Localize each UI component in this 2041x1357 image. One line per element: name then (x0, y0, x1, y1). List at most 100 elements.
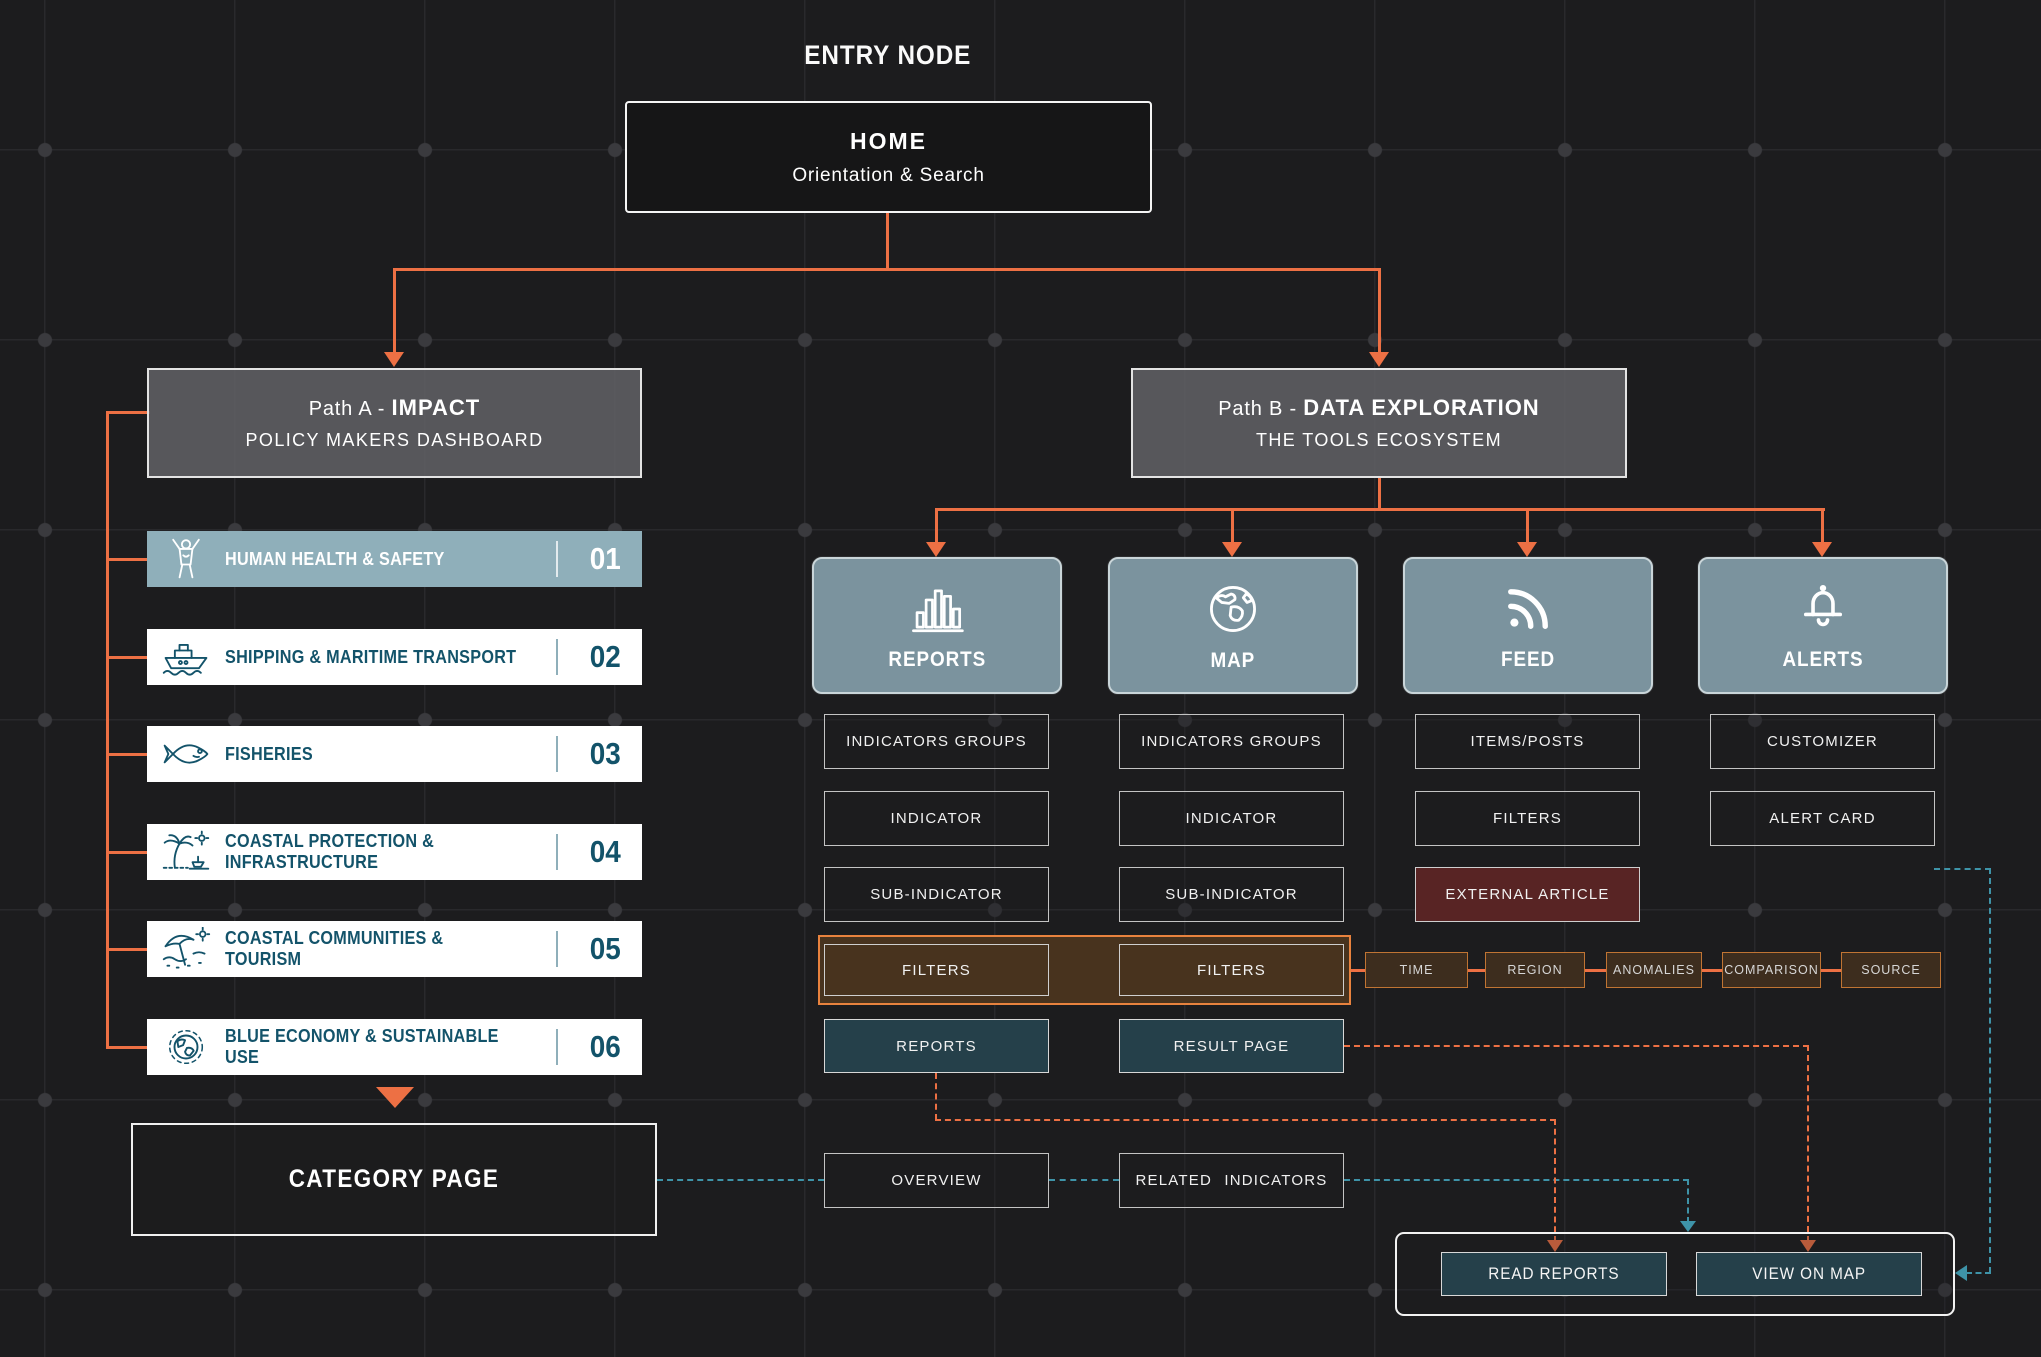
connector-alertcard-out (1934, 868, 1991, 870)
arrowhead-path-b (1369, 352, 1389, 367)
node-map-sub-indicator[interactable]: SUB-INDICATOR (1119, 867, 1344, 922)
globe-icon (1203, 579, 1263, 639)
arrowhead-category-page (376, 1087, 414, 1108)
connector-bracket-item-02 (106, 656, 150, 659)
item-divider (556, 639, 558, 675)
connector-reports-across (935, 1119, 1556, 1121)
tool-alerts-node[interactable]: ALERTS (1698, 557, 1948, 694)
impact-item-04[interactable]: COASTAL PROTECTION & INFRASTRUCTURE 04 (147, 824, 642, 880)
node-overview[interactable]: OVERVIEW (824, 1153, 1049, 1208)
connector-drop-map (1231, 508, 1234, 544)
read-reports-button[interactable]: READ REPORTS (1441, 1252, 1667, 1296)
person-health-icon (147, 537, 225, 581)
impact-item-number: 06 (589, 1029, 621, 1064)
connector-bracket-item-06 (106, 1046, 150, 1049)
connector-drop-path-b (1378, 268, 1381, 354)
chip-region[interactable]: REGION (1485, 952, 1585, 988)
connector-region-anomalies (1585, 969, 1606, 972)
connector-alertcard-down (1989, 868, 1991, 1273)
path-a-title: Path A - IMPACT (308, 395, 481, 420)
node-reports-filters[interactable]: FILTERS (824, 944, 1049, 996)
connector-alertcard-back (1966, 1272, 1991, 1274)
entry-node-label: ENTRY NODE (804, 39, 972, 70)
node-feed-external-article[interactable]: EXTERNAL ARTICLE (1415, 867, 1640, 922)
home-subtitle: Orientation & Search (792, 164, 985, 186)
palm-island-icon (147, 830, 225, 874)
impact-item-number: 01 (589, 541, 621, 576)
bell-icon (1794, 580, 1852, 638)
connector-tools-stem (1378, 478, 1381, 510)
tool-feed-label: FEED (1500, 647, 1555, 671)
globe-dashed-icon (147, 1024, 225, 1070)
connector-anomalies-comparison (1702, 969, 1722, 972)
node-reports-reports[interactable]: REPORTS (824, 1019, 1049, 1073)
connector-result-to-view (1807, 1045, 1809, 1242)
connector-result-across (1344, 1045, 1809, 1047)
rss-icon (1499, 580, 1557, 638)
impact-item-03[interactable]: FISHERIES 03 (147, 726, 642, 782)
tool-alerts-label: ALERTS (1782, 647, 1864, 671)
node-reports-indicators-groups[interactable]: INDICATORS GROUPS (824, 714, 1049, 769)
path-a-node[interactable]: Path A - IMPACT POLICY MAKERS DASHBOARD (147, 368, 642, 478)
connector-home-stem (886, 213, 889, 270)
node-alerts-alert-card[interactable]: ALERT CARD (1710, 791, 1935, 846)
tool-map-node[interactable]: MAP (1108, 557, 1358, 694)
tool-feed-node[interactable]: FEED (1403, 557, 1653, 694)
ship-icon (147, 636, 225, 678)
fish-icon (147, 734, 225, 774)
impact-item-label: COASTAL PROTECTION & INFRASTRUCTURE (225, 831, 435, 872)
path-b-node[interactable]: Path B - DATA EXPLORATION THE TOOLS ECOS… (1131, 368, 1627, 478)
connector-bracket-item-04 (106, 851, 150, 854)
item-divider (556, 931, 558, 967)
category-page-node[interactable]: CATEGORY PAGE (131, 1123, 657, 1236)
impact-item-number: 03 (589, 736, 621, 771)
view-on-map-button[interactable]: VIEW ON MAP (1696, 1252, 1922, 1296)
node-map-result-page[interactable]: RESULT PAGE (1119, 1019, 1344, 1073)
chip-time[interactable]: TIME (1365, 952, 1468, 988)
node-feed-filters[interactable]: FILTERS (1415, 791, 1640, 846)
node-related-indicators[interactable]: RELATED INDICATORS (1119, 1153, 1344, 1208)
node-feed-items-posts[interactable]: ITEMS/POSTS (1415, 714, 1640, 769)
connector-tools-split (936, 508, 1825, 511)
tool-reports-node[interactable]: REPORTS (812, 557, 1062, 694)
node-reports-sub-indicator[interactable]: SUB-INDICATOR (824, 867, 1049, 922)
connector-overview-related (1049, 1179, 1119, 1181)
connector-related-right (1344, 1179, 1689, 1181)
item-divider (556, 1029, 558, 1065)
chip-source[interactable]: SOURCE (1841, 952, 1941, 988)
impact-item-02[interactable]: SHIPPING & MARITIME TRANSPORT 02 (147, 629, 642, 685)
impact-item-05[interactable]: COASTAL COMMUNITIES & TOURISM 05 (147, 921, 642, 977)
arrowhead-read-reports (1547, 1240, 1563, 1252)
item-divider (556, 736, 558, 772)
arrowhead-path-a (384, 352, 404, 367)
impact-item-number: 04 (589, 834, 621, 869)
tool-map-label: MAP (1210, 648, 1256, 672)
connector-impact-bracket (106, 411, 109, 1048)
connector-reports-to-read (1554, 1119, 1556, 1242)
connector-bracket-item-01 (106, 558, 150, 561)
node-alerts-customizer[interactable]: CUSTOMIZER (1710, 714, 1935, 769)
home-title: HOME (850, 127, 927, 154)
connector-comparison-source (1821, 969, 1841, 972)
node-map-indicator[interactable]: INDICATOR (1119, 791, 1344, 846)
impact-item-06[interactable]: BLUE ECONOMY & SUSTAINABLE USE 06 (147, 1019, 642, 1075)
chip-comparison[interactable]: COMPARISON (1722, 952, 1821, 988)
node-map-filters[interactable]: FILTERS (1119, 944, 1344, 996)
node-map-indicators-groups[interactable]: INDICATORS GROUPS (1119, 714, 1344, 769)
home-node[interactable]: HOME Orientation & Search (625, 101, 1152, 213)
impact-item-number: 02 (589, 639, 621, 674)
category-page-label: CATEGORY PAGE (288, 1165, 500, 1193)
connector-bracket-item-05 (106, 948, 150, 951)
connector-time-region (1467, 969, 1485, 972)
bar-chart-icon (907, 580, 967, 638)
tool-reports-label: REPORTS (888, 647, 986, 671)
chip-anomalies[interactable]: ANOMALIES (1606, 952, 1702, 988)
impact-item-label: HUMAN HEALTH & SAFETY (225, 548, 445, 569)
entry-node-title: ENTRY NODE (738, 38, 1038, 72)
impact-item-01[interactable]: HUMAN HEALTH & SAFETY 01 (147, 531, 642, 587)
connector-category-overview (657, 1179, 824, 1181)
arrowhead-alerts (1812, 542, 1832, 557)
arrowhead-teal-left (1955, 1265, 1967, 1281)
connector-filters-time (1350, 969, 1365, 972)
node-reports-indicator[interactable]: INDICATOR (824, 791, 1049, 846)
